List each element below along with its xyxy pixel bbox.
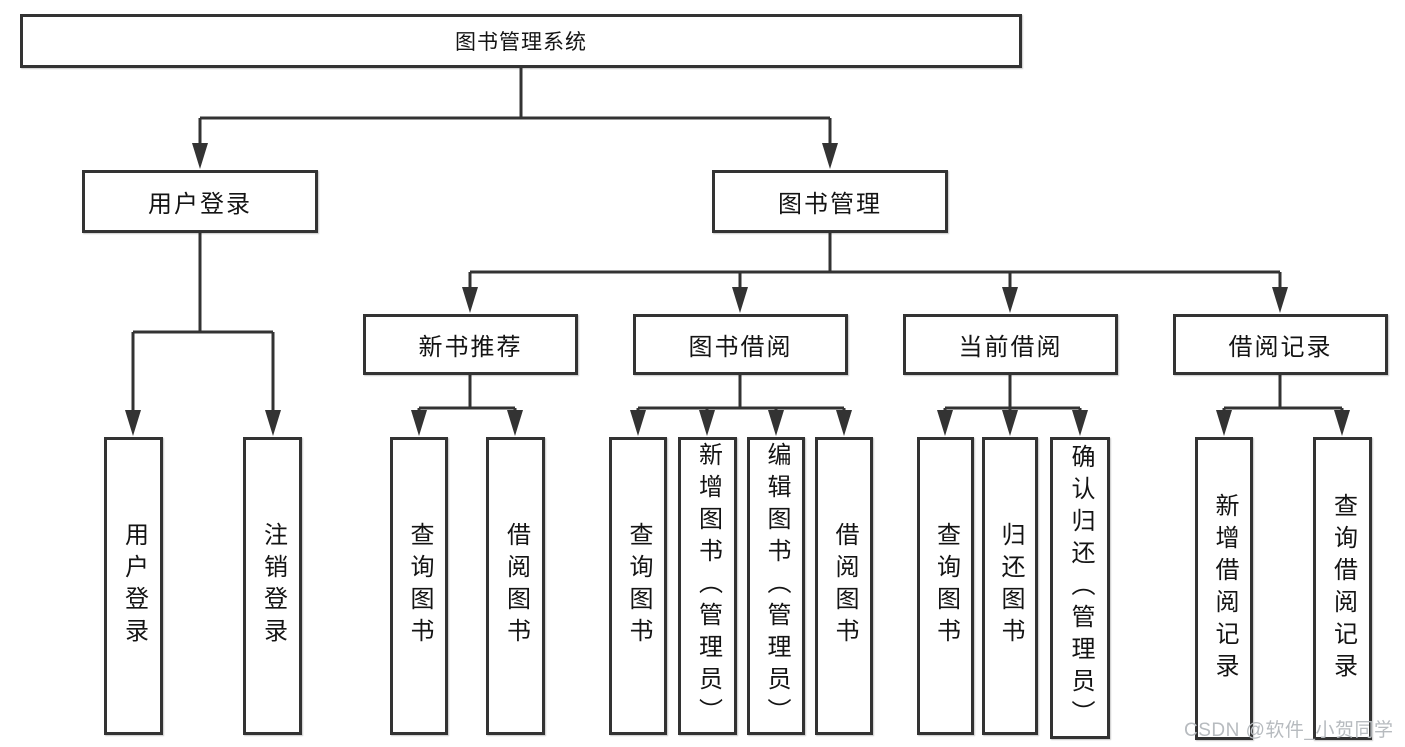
leaf-query-book-borrow: 查询图书 [609, 437, 667, 735]
node-label: 注销登录 [259, 522, 287, 650]
leaf-return-book: 归还图书 [982, 437, 1038, 735]
node-label: 编辑图书（管理员） [763, 442, 790, 730]
node-label: 用户登录 [148, 191, 252, 218]
node-label: 查询借阅记录 [1329, 492, 1357, 685]
node-label: 图书借阅 [688, 334, 793, 361]
leaf-add-book-admin: 新增图书（管理员） [678, 437, 737, 735]
node-label: 图书管理 [778, 191, 882, 218]
leaf-query-book-recommend: 查询图书 [390, 437, 448, 735]
node-label: 确认归还（管理员） [1067, 444, 1094, 732]
node-user-login: 用户登录 [82, 170, 318, 233]
node-label: 借阅记录 [1228, 334, 1333, 361]
node-label: 查询图书 [625, 522, 652, 650]
node-label: 借阅图书 [502, 522, 530, 650]
leaf-query-borrow-record: 查询借阅记录 [1313, 437, 1372, 740]
node-label: 新增借阅记录 [1211, 492, 1238, 685]
node-label: 新书推荐 [418, 334, 523, 361]
node-label: 归还图书 [997, 522, 1024, 650]
leaf-confirm-return-admin: 确认归还（管理员） [1050, 437, 1110, 739]
leaf-edit-book-admin: 编辑图书（管理员） [747, 437, 805, 735]
node-label: 查询图书 [932, 522, 960, 650]
node-label: 新增图书（管理员） [694, 442, 722, 730]
arrowheads [125, 143, 1350, 436]
leaf-borrow-book-recommend: 借阅图书 [486, 437, 545, 735]
node-label: 图书管理系统 [455, 31, 587, 54]
node-current-borrow: 当前借阅 [903, 314, 1118, 375]
node-label: 用户登录 [120, 522, 148, 650]
node-label: 查询图书 [406, 522, 433, 650]
node-label: 当前借阅 [958, 334, 1063, 361]
leaf-query-book-current: 查询图书 [917, 437, 974, 735]
node-new-book-recommend: 新书推荐 [363, 314, 578, 375]
leaf-borrow-book: 借阅图书 [815, 437, 873, 735]
node-label: 借阅图书 [831, 522, 858, 650]
node-borrow-record: 借阅记录 [1173, 314, 1388, 375]
leaf-user-login: 用户登录 [104, 437, 163, 735]
node-book-management: 图书管理 [712, 170, 948, 233]
node-library-management-system: 图书管理系统 [20, 14, 1022, 68]
node-book-borrow: 图书借阅 [633, 314, 848, 375]
leaf-add-borrow-record: 新增借阅记录 [1195, 437, 1253, 740]
csdn-watermark: CSDN @软件_小贺同学 [1184, 720, 1394, 741]
leaf-logout: 注销登录 [243, 437, 302, 735]
